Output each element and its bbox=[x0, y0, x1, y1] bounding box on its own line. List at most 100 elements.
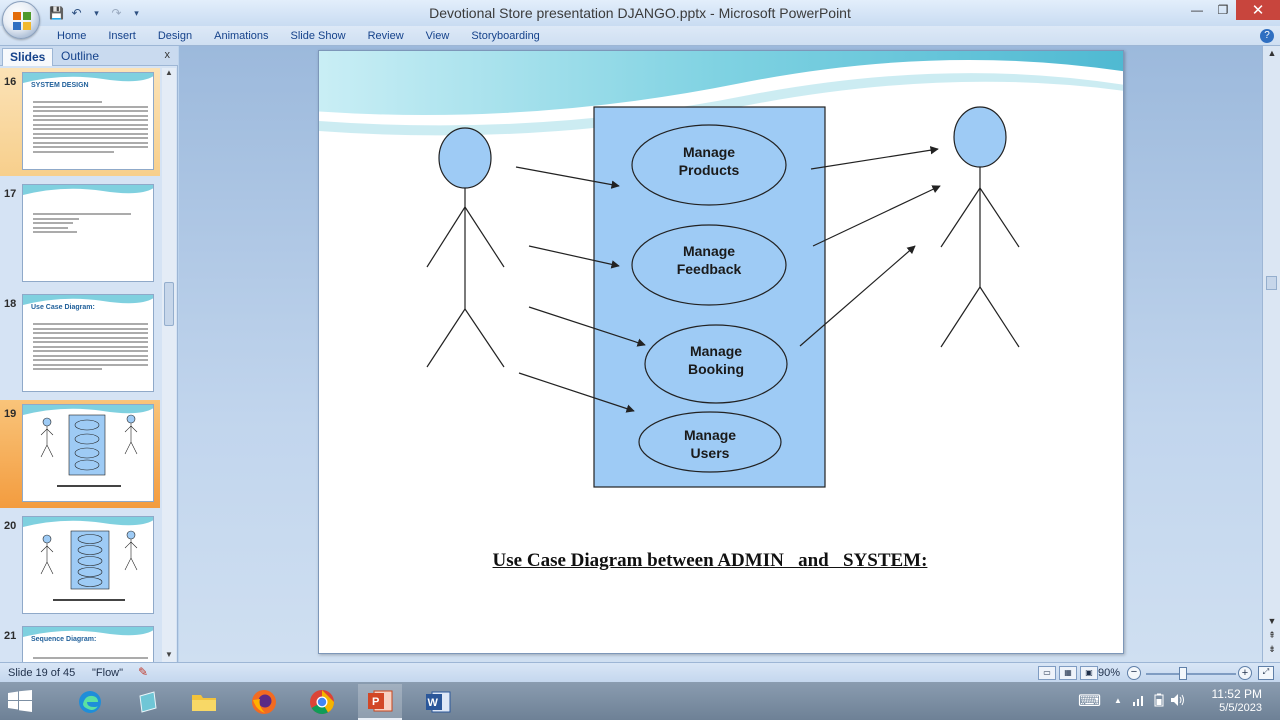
usecase-label-line: Manage bbox=[683, 427, 737, 443]
network-icon[interactable] bbox=[1132, 693, 1146, 707]
wave-decoration bbox=[23, 295, 153, 305]
thumbnail-title: SYSTEM DESIGN bbox=[31, 82, 89, 89]
usecase-label-line: Products bbox=[678, 162, 740, 178]
slide-sorter-icon[interactable]: ▦ bbox=[1059, 666, 1077, 680]
slide-thumbnail bbox=[22, 404, 154, 502]
thumbnail-slide-18[interactable]: 18 Use Case Diagram: bbox=[0, 290, 160, 396]
status-bar: Slide 19 of 45 "Flow" ✎ ▭ ▦ ▣ 90% − + ⤢ bbox=[0, 662, 1280, 682]
windows-start-icon[interactable] bbox=[8, 690, 32, 712]
tab-animations[interactable]: Animations bbox=[214, 30, 269, 42]
minimize-button[interactable]: — bbox=[1191, 3, 1203, 17]
zoom-level[interactable]: 90% bbox=[1098, 667, 1121, 679]
help-icon[interactable]: ? bbox=[1260, 29, 1274, 43]
use-case-diagram bbox=[319, 51, 1123, 488]
undo-dropdown-icon[interactable]: ▾ bbox=[94, 7, 99, 18]
taskbar-firefox[interactable] bbox=[242, 684, 286, 720]
taskbar-app[interactable] bbox=[126, 684, 170, 720]
thumbnail-slide-16[interactable]: 16 SYSTEM DESIGN bbox=[0, 68, 160, 176]
taskbar-word[interactable]: W bbox=[416, 684, 460, 720]
thumbnail-text-lines bbox=[33, 213, 148, 236]
scroll-up-icon[interactable]: ▲ bbox=[1267, 48, 1277, 58]
zoom-out-icon[interactable]: − bbox=[1127, 666, 1141, 680]
thumbnail-slide-17[interactable]: 17 bbox=[0, 180, 160, 286]
taskbar-edge[interactable] bbox=[68, 684, 112, 720]
current-slide[interactable]: Manage Products Manage Feedback Manage B… bbox=[318, 50, 1124, 654]
thumbnail-slide-20[interactable]: 20 bbox=[0, 512, 160, 618]
fit-to-window-icon[interactable]: ⤢ bbox=[1258, 666, 1274, 680]
scroll-thumb[interactable] bbox=[164, 282, 174, 326]
taskbar-powerpoint[interactable]: P bbox=[358, 684, 402, 720]
slide-number: 19 bbox=[4, 408, 17, 420]
restore-button[interactable]: ❐ bbox=[1217, 3, 1229, 17]
customize-qat-icon[interactable]: ▾ bbox=[134, 7, 139, 18]
usecase-label-users: Manage Users bbox=[639, 426, 781, 462]
folder-icon bbox=[192, 695, 216, 711]
taskbar-file-explorer[interactable] bbox=[182, 684, 226, 720]
zoom-in-icon[interactable]: + bbox=[1238, 666, 1252, 680]
tab-home[interactable]: Home bbox=[57, 30, 87, 42]
scroll-down-icon[interactable]: ▼ bbox=[165, 650, 173, 659]
usecase-manage-booking bbox=[644, 324, 788, 404]
next-slide-icon[interactable]: ⇟ bbox=[1268, 644, 1276, 654]
tab-slide-show[interactable]: Slide Show bbox=[290, 30, 346, 42]
save-icon[interactable]: 💾 bbox=[49, 6, 64, 20]
slide-thumbnails: 16 SYSTEM DESIGN 17 18 Use Case Diagram: bbox=[0, 68, 160, 662]
tab-insert[interactable]: Insert bbox=[108, 30, 136, 42]
slide-show-icon[interactable]: ▣ bbox=[1080, 666, 1098, 680]
slide-number: 21 bbox=[4, 630, 17, 642]
slide-caption[interactable]: Use Case Diagram between ADMIN and SYSTE… bbox=[492, 550, 928, 571]
redo-icon[interactable]: ↷ bbox=[111, 6, 122, 20]
usecase-label-line: Users bbox=[690, 445, 730, 461]
tab-view[interactable]: View bbox=[425, 30, 450, 42]
arrow-admin-users bbox=[518, 372, 635, 413]
edge-icon bbox=[79, 691, 101, 713]
slide-thumbnail: SYSTEM DESIGN bbox=[22, 72, 154, 170]
clock-date[interactable]: 5/5/2023 bbox=[1219, 702, 1262, 714]
slide-number: 18 bbox=[4, 298, 17, 310]
wave-decoration-light bbox=[319, 73, 1123, 136]
actor-system bbox=[940, 106, 1020, 348]
thumbnail-text-lines bbox=[33, 323, 148, 373]
thumbnail-diagram bbox=[23, 517, 153, 601]
scroll-down-icon[interactable]: ▼ bbox=[1267, 616, 1277, 626]
normal-view-icon[interactable]: ▭ bbox=[1038, 666, 1056, 680]
tab-review[interactable]: Review bbox=[367, 30, 404, 42]
usecase-manage-products bbox=[631, 124, 787, 206]
svg-text:P: P bbox=[372, 696, 379, 708]
usecase-label-booking: Manage Booking bbox=[645, 342, 787, 378]
arrow-feedback-system bbox=[812, 185, 941, 247]
slide-number: 17 bbox=[4, 188, 17, 200]
previous-slide-icon[interactable]: ⇞ bbox=[1268, 630, 1276, 640]
window-controls: — ❐ ✕ bbox=[1184, 0, 1280, 20]
spell-check-icon[interactable]: ✎ bbox=[138, 665, 149, 679]
quick-access-toolbar: 💾 ↶ ▾ ↷ ▾ bbox=[44, 4, 145, 22]
tab-design[interactable]: Design bbox=[157, 30, 193, 42]
keyboard-icon[interactable]: ⌨ bbox=[1078, 693, 1102, 710]
slide-thumbnail: Use Case Diagram: bbox=[22, 294, 154, 392]
clock-time[interactable]: 11:52 PM bbox=[1211, 687, 1262, 701]
thumbnail-scrollbar[interactable]: ▲ ▼ bbox=[162, 68, 176, 662]
show-hidden-icons[interactable]: ▲ bbox=[1114, 696, 1122, 705]
thumbnail-slide-19[interactable]: 19 bbox=[0, 400, 160, 508]
slide-scrollbar[interactable]: ▲ ▼ ⇞ ⇟ bbox=[1262, 46, 1280, 662]
close-button[interactable]: ✕ bbox=[1236, 0, 1280, 20]
taskbar-chrome[interactable] bbox=[300, 684, 344, 720]
usecase-manage-feedback bbox=[631, 224, 787, 306]
scroll-thumb[interactable] bbox=[1266, 276, 1277, 290]
undo-icon[interactable]: ↶ bbox=[71, 6, 82, 20]
tab-slides[interactable]: Slides bbox=[2, 48, 54, 66]
arrow-admin-products bbox=[515, 166, 620, 189]
close-panel-icon[interactable]: x bbox=[164, 49, 171, 61]
tab-outline[interactable]: Outline bbox=[61, 49, 100, 63]
thumbnail-diagram bbox=[23, 405, 153, 487]
volume-icon[interactable] bbox=[1170, 693, 1186, 707]
scroll-up-icon[interactable]: ▲ bbox=[165, 68, 173, 77]
tab-storyboarding[interactable]: Storyboarding bbox=[471, 30, 540, 42]
thumbnail-text-lines bbox=[33, 101, 148, 155]
office-button[interactable] bbox=[2, 1, 40, 39]
battery-icon[interactable] bbox=[1152, 693, 1166, 707]
zoom-slider[interactable] bbox=[1146, 673, 1236, 675]
thumbnail-slide-21[interactable]: 21 Sequence Diagram: bbox=[0, 622, 160, 662]
zoom-slider-thumb[interactable] bbox=[1179, 667, 1187, 680]
thumbnail-title: Sequence Diagram: bbox=[31, 636, 97, 643]
